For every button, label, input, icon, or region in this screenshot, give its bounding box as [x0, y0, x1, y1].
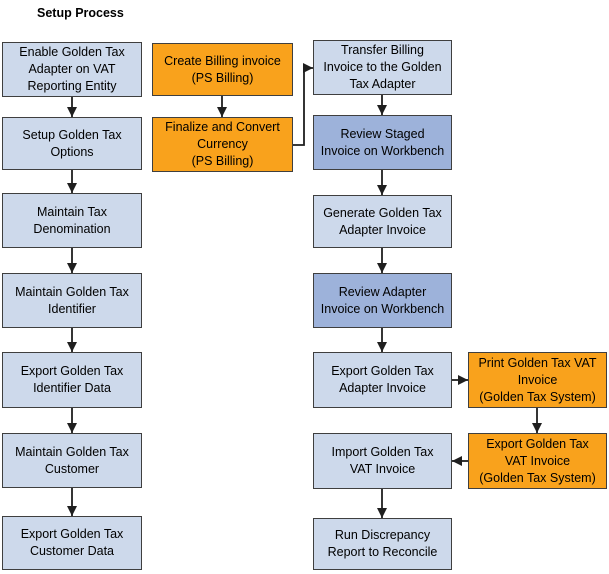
step-run-discrepancy-report: Run Discrepancy Report to Reconcile [313, 518, 452, 570]
step-generate-golden-tax-adapter-invoice: Generate Golden Tax Adapter Invoice [313, 195, 452, 248]
step-export-golden-tax-identifier-data: Export Golden Tax Identifier Data [2, 352, 142, 408]
step-export-golden-tax-customer-data: Export Golden Tax Customer Data [2, 516, 142, 570]
step-export-golden-tax-adapter-invoice: Export Golden Tax Adapter Invoice [313, 352, 452, 408]
step-create-billing-invoice: Create Billing invoice (PS Billing) [152, 43, 293, 96]
step-import-golden-tax-vat-invoice: Import Golden Tax VAT Invoice [313, 433, 452, 489]
connector-finalize-to-transfer [293, 63, 313, 146]
diagram-title: Setup Process [37, 6, 124, 20]
step-review-adapter-invoice: Review Adapter Invoice on Workbench [313, 273, 452, 328]
step-transfer-billing-invoice: Transfer Billing Invoice to the Golden T… [313, 40, 452, 95]
step-maintain-golden-tax-identifier: Maintain Golden Tax Identifier [2, 273, 142, 328]
step-maintain-golden-tax-customer: Maintain Golden Tax Customer [2, 433, 142, 488]
step-enable-golden-tax-adapter: Enable Golden Tax Adapter on VAT Reporti… [2, 42, 142, 97]
step-setup-golden-tax-options: Setup Golden Tax Options [2, 117, 142, 170]
step-maintain-tax-denomination: Maintain Tax Denomination [2, 193, 142, 248]
step-review-staged-invoice: Review Staged Invoice on Workbench [313, 115, 452, 170]
step-export-golden-tax-vat-invoice: Export Golden Tax VAT Invoice (Golden Ta… [468, 433, 607, 489]
step-finalize-and-convert-currency: Finalize and Convert Currency (PS Billin… [152, 117, 293, 172]
step-print-golden-tax-vat-invoice: Print Golden Tax VAT Invoice (Golden Tax… [468, 352, 607, 408]
